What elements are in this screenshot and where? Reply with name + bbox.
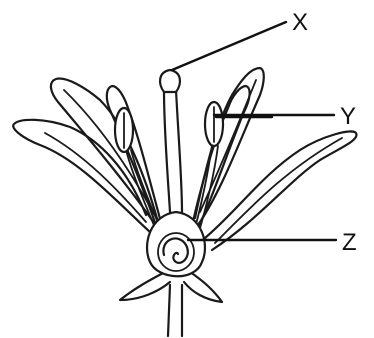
label-x: X [292, 9, 308, 36]
label-y: Y [340, 103, 356, 130]
ovary [147, 212, 205, 276]
label-line-x [172, 22, 286, 70]
style-right-edge [176, 90, 182, 212]
label-z: Z [342, 229, 357, 256]
stigma [160, 70, 180, 92]
style-left-edge [164, 90, 170, 212]
left-sepal [120, 272, 170, 300]
right-sepal [184, 272, 222, 302]
flower-stalk [168, 285, 170, 336]
